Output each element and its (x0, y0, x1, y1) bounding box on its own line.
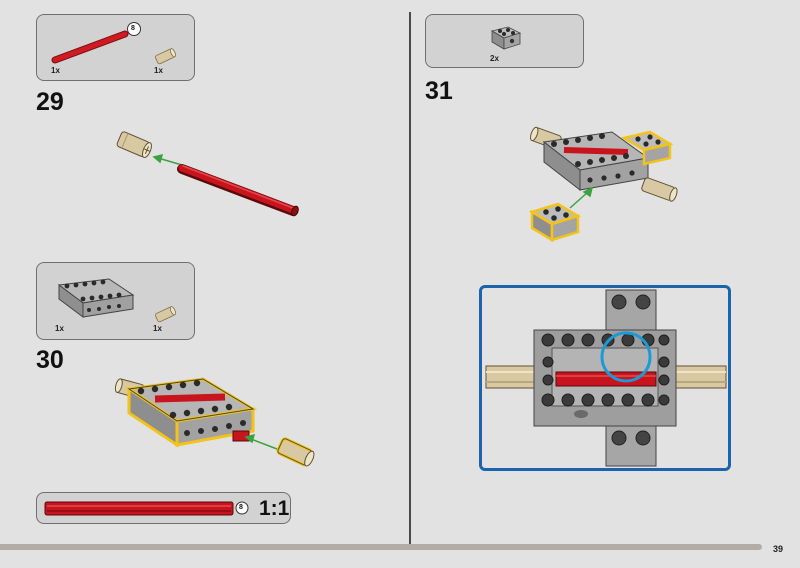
axle-length-label: 8 (131, 25, 135, 32)
step-31-detail-view (479, 285, 731, 471)
technic-brick-icon (124, 377, 258, 448)
tan-axle-pin-icon (116, 131, 152, 159)
step-number: 29 (36, 88, 64, 116)
technic-brick-icon (57, 278, 135, 318)
step-29-illustration (116, 131, 299, 217)
tan-axle-pin-icon (276, 437, 315, 467)
part-qty: 1x (154, 66, 163, 75)
step-30-parts-callout: 1x 1x (36, 262, 195, 340)
axle-length-badge (127, 22, 141, 36)
page-footer-bar (0, 544, 762, 550)
red-axle-icon (51, 30, 129, 64)
gray-brick-2x2-icon (528, 202, 582, 243)
tan-axle-pin-icon (154, 306, 176, 323)
part-qty: 1x (153, 324, 162, 333)
part-qty: 1x (51, 66, 60, 75)
detail-drawing (485, 289, 727, 467)
highlight-circle (600, 331, 652, 383)
gray-brick-2x2-icon (620, 130, 674, 166)
step-31-illustration (528, 126, 678, 243)
part-qty: 1x (55, 324, 64, 333)
step-number: 31 (425, 77, 453, 105)
step-number: 30 (36, 346, 64, 374)
scale-label: 1:1 (259, 497, 290, 520)
red-axle-icon (177, 164, 299, 217)
tan-axle-pin-icon (154, 48, 176, 65)
assembly-arrow (152, 153, 183, 166)
page-divider (409, 12, 411, 544)
red-axle-icon (44, 501, 234, 516)
gray-brick-2x2-icon (490, 26, 522, 50)
axle-length-label: 8 (239, 504, 243, 511)
part-qty: 2x (490, 54, 499, 63)
step-29-parts-callout: 8 1x 1x (36, 14, 195, 81)
step-31-parts-callout: 2x (425, 14, 584, 68)
assembly-arrow (244, 433, 278, 450)
axle-length-badge (235, 501, 249, 515)
scale-callout: 8 1:1 (36, 492, 291, 524)
assembly-arrow (569, 186, 594, 209)
page-number: 39 (773, 544, 784, 554)
step-30-illustration (114, 377, 315, 467)
